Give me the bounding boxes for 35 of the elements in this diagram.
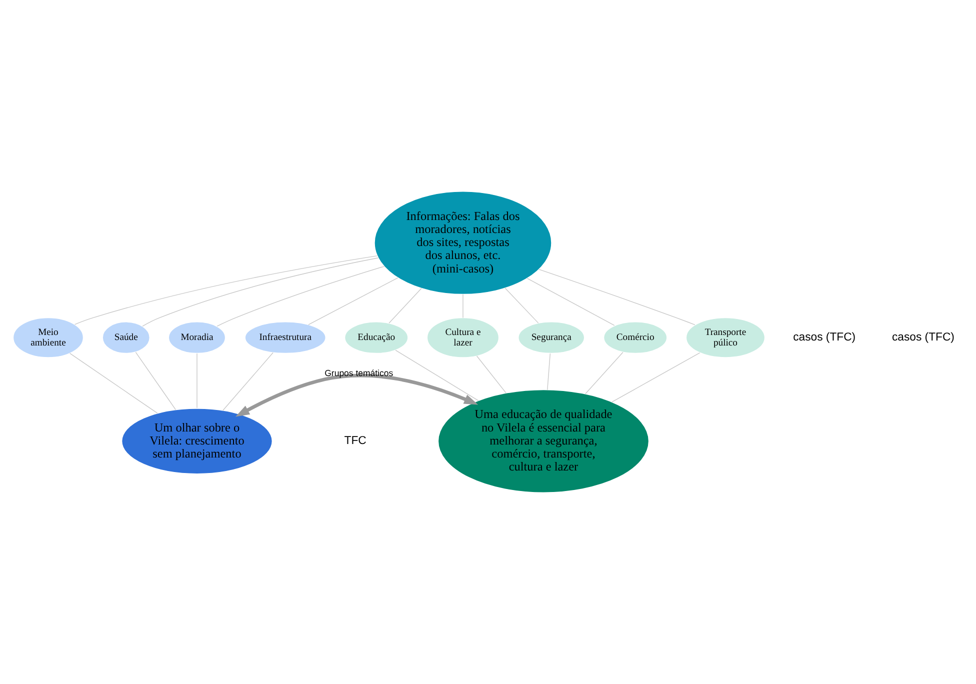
arrow [235, 374, 478, 417]
node-ellipse: Comércio [603, 321, 668, 354]
connector [70, 352, 158, 414]
node-ellipse: Meio ambiente [12, 317, 84, 358]
connector [308, 277, 398, 326]
node-ellipse: Segurança [518, 321, 585, 354]
node-ellipse: Infraestrutura [244, 321, 326, 354]
node-ellipse: Um olhar sobre o Vilela: crescimento sem planejamento [121, 408, 273, 474]
node-ellipse: Uma educação de qualidade no Vilela é essencial para melhorar a segurança, comércio, transporte, cultura e lazer [438, 389, 650, 494]
connector [395, 350, 479, 402]
connector [584, 352, 624, 394]
connector [547, 353, 551, 390]
label: casos (TFC) [892, 332, 954, 344]
connector [216, 266, 384, 327]
node-ellipse: Moradia [168, 321, 226, 354]
connector [388, 288, 422, 324]
node-ellipse: Cultura e lazer [426, 317, 500, 358]
node-ellipse: Informações: Falas dos moradores, notícias dos sites, respostas dos alunos, etc. (mini-casos) [374, 190, 552, 295]
node-ellipse: Saúde [102, 321, 150, 354]
connector [222, 352, 274, 411]
label: TFC [344, 435, 366, 448]
edge-label: Grupos temáticos [324, 368, 394, 378]
connector [74, 255, 378, 325]
connector [504, 288, 539, 324]
node-ellipse: Transporte púlico [686, 317, 766, 358]
connector [476, 356, 506, 394]
label: casos (TFC) [793, 332, 856, 344]
connector [135, 352, 176, 410]
connector [611, 352, 700, 402]
connector [462, 294, 464, 318]
connector [196, 353, 198, 408]
connector [538, 268, 696, 326]
node-ellipse: Educação [344, 321, 408, 354]
connector [526, 278, 615, 326]
connector [142, 258, 379, 327]
